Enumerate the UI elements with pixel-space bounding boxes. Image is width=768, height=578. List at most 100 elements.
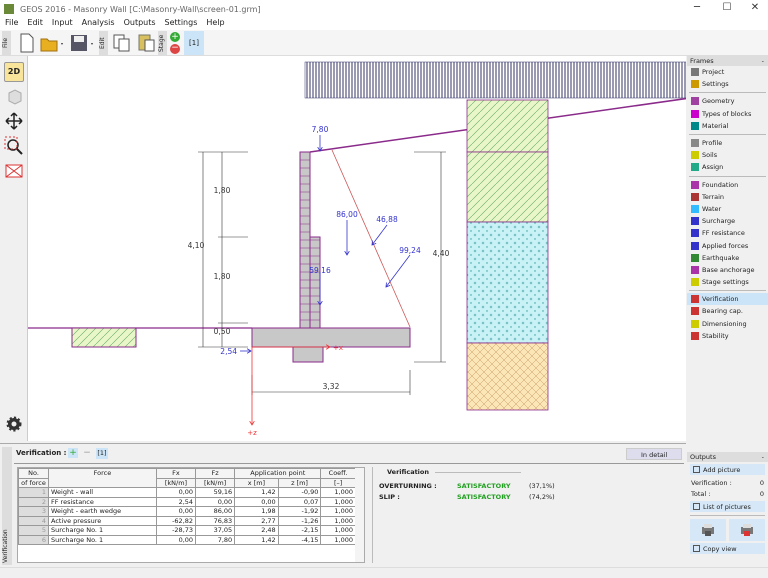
frame-bearing-cap[interactable]: Bearing cap. — [687, 305, 768, 317]
frame-applied-forces[interactable]: Applied forces — [687, 239, 768, 251]
remove-icon[interactable]: − — [83, 448, 91, 458]
z-value[interactable]: -1,92 — [277, 506, 322, 517]
coeff-value[interactable]: 1,000 — [320, 534, 356, 545]
menu-input[interactable]: Input — [51, 18, 73, 27]
x-value[interactable]: 1,42 — [234, 487, 279, 498]
z-value[interactable]: 0,07 — [277, 496, 322, 507]
x-value[interactable]: 2,77 — [234, 515, 279, 526]
x-value[interactable]: 2,48 — [234, 525, 279, 536]
fz-value[interactable]: 59,16 — [195, 487, 236, 498]
z-value[interactable]: -4,15 — [277, 534, 322, 545]
menu-settings[interactable]: Settings — [164, 18, 198, 27]
close-button[interactable]: ✕ — [750, 2, 760, 13]
add-stage-icon[interactable]: + — [170, 32, 180, 42]
menu-edit[interactable]: Edit — [27, 18, 43, 27]
paste-icon[interactable] — [137, 33, 157, 53]
frame-project[interactable]: Project — [687, 66, 768, 78]
fit-view-icon[interactable] — [4, 161, 24, 181]
verification-side-tab[interactable]: Verification — [2, 447, 12, 565]
force-name[interactable]: Weight - wall — [48, 487, 157, 498]
list-of-pictures-button[interactable]: List of pictures — [690, 501, 765, 512]
print-button[interactable] — [690, 519, 726, 541]
x-value[interactable]: 1,98 — [234, 506, 279, 517]
add-icon[interactable]: + — [68, 448, 78, 458]
frame-dimensioning[interactable]: Dimensioning — [687, 318, 768, 330]
coeff-value[interactable]: 1,000 — [320, 496, 356, 507]
fz-value[interactable]: 37,05 — [195, 525, 236, 536]
stage-1-button[interactable]: [1] — [96, 448, 108, 459]
frames-collapse-button[interactable]: - — [761, 57, 764, 65]
frame-verification[interactable]: Verification — [687, 293, 768, 306]
frame-stability[interactable]: Stability — [687, 330, 768, 342]
remove-stage-icon[interactable]: − — [170, 43, 180, 54]
in-detail-button[interactable]: In detail — [626, 448, 682, 460]
z-value[interactable]: -1,26 — [277, 515, 322, 526]
z-value[interactable]: -2,15 — [277, 525, 322, 536]
fx-value[interactable]: 0,00 — [155, 506, 197, 517]
minimize-button[interactable]: ─ — [693, 2, 701, 13]
table-scrollbar[interactable] — [355, 468, 364, 562]
view-3d-icon[interactable] — [4, 86, 24, 106]
fz-value[interactable]: 7,80 — [195, 534, 236, 545]
drawing-canvas[interactable]: 4,10 1,80 1,80 0,50 4,40 3,32 7,80 86,00… — [28, 56, 691, 441]
x-value[interactable]: 0,00 — [234, 496, 279, 507]
menu-file[interactable]: File — [5, 18, 19, 27]
frame-base-anchorage[interactable]: Base anchorage — [687, 264, 768, 276]
maximize-button[interactable]: ☐ — [722, 2, 732, 13]
coeff-value[interactable]: 1,000 — [320, 506, 356, 517]
force-name[interactable]: Active pressure — [48, 515, 157, 526]
open-file-icon[interactable] — [40, 33, 63, 53]
frame-types-of-blocks[interactable]: Types of blocks — [687, 108, 768, 120]
fx-value[interactable]: -62,82 — [155, 515, 197, 526]
frame-soils[interactable]: Soils — [687, 149, 768, 161]
frame-terrain[interactable]: Terrain — [687, 191, 768, 203]
fz-value[interactable]: 86,00 — [195, 506, 236, 517]
menu-analysis[interactable]: Analysis — [81, 18, 115, 27]
force-name[interactable]: FF resistance — [48, 496, 157, 507]
frame-water[interactable]: Water — [687, 203, 768, 215]
zoom-icon[interactable] — [4, 136, 24, 156]
move-icon[interactable] — [4, 111, 24, 131]
add-picture-button[interactable]: Add picture — [690, 464, 765, 475]
frame-profile[interactable]: Profile — [687, 137, 768, 149]
view-2d-button[interactable]: 2D — [4, 62, 24, 82]
copy-icon[interactable] — [112, 33, 132, 53]
outputs-collapse-button[interactable]: - — [761, 453, 764, 461]
menu-outputs[interactable]: Outputs — [123, 18, 156, 27]
new-file-icon[interactable] — [17, 33, 37, 53]
settings-gear-icon[interactable] — [4, 414, 24, 434]
coeff-value[interactable]: 1,000 — [320, 487, 356, 498]
frame-geometry[interactable]: Geometry — [687, 95, 768, 107]
coeff-value[interactable]: 1,000 — [320, 515, 356, 526]
frame-settings[interactable]: Settings — [687, 78, 768, 90]
frame-earthquake[interactable]: Earthquake — [687, 252, 768, 264]
stage-1-button[interactable]: [1] — [184, 31, 204, 55]
force-name[interactable]: Weight - earth wedge — [48, 506, 157, 517]
fz-value[interactable]: 0,00 — [195, 496, 236, 507]
coeff-value[interactable]: 1,000 — [320, 525, 356, 536]
x-value[interactable]: 1,42 — [234, 534, 279, 545]
frame-material[interactable]: Material — [687, 120, 768, 132]
z-value[interactable]: -0,90 — [277, 487, 322, 498]
print-pdf-button[interactable] — [729, 519, 765, 541]
fz-value[interactable]: 76,83 — [195, 515, 236, 526]
force-name[interactable]: Surcharge No. 1 — [48, 534, 157, 545]
frame-foundation[interactable]: Foundation — [687, 179, 768, 191]
copy-view-button[interactable]: Copy view — [690, 543, 765, 554]
fx-value[interactable]: -28,73 — [155, 525, 197, 536]
frame-stage-settings[interactable]: Stage settings — [687, 276, 768, 288]
fx-value[interactable]: 0,00 — [155, 487, 197, 498]
frame-assign[interactable]: Assign — [687, 161, 768, 173]
save-icon[interactable] — [70, 33, 93, 53]
frame-ff-resistance[interactable]: FF resistance — [687, 227, 768, 239]
fx-value[interactable]: 2,54 — [155, 496, 197, 507]
fx-value[interactable]: 0,00 — [155, 534, 197, 545]
frame-surcharge[interactable]: Surcharge — [687, 215, 768, 227]
force-name[interactable]: Surcharge No. 1 — [48, 525, 157, 536]
